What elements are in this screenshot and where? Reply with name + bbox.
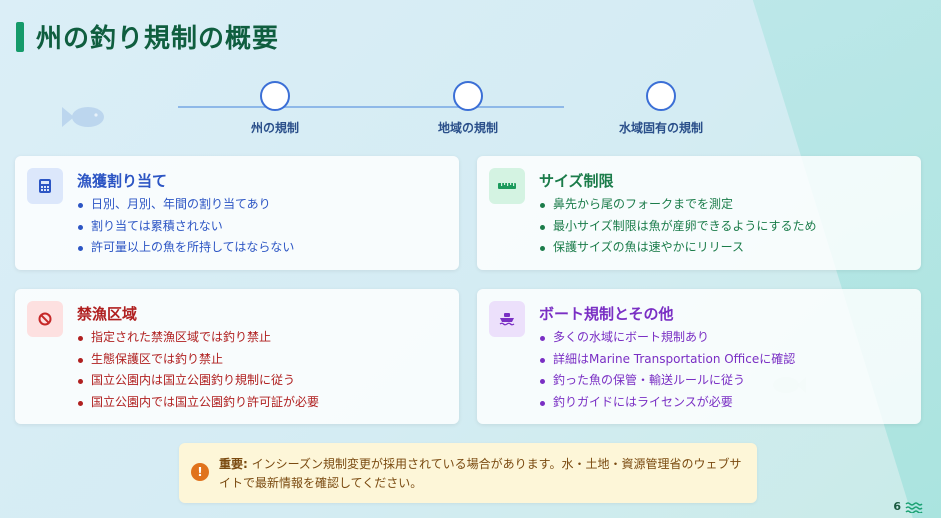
notice-body: インシーズン規制変更が採用されている場合があります。水・土地・資源管理省のウェブ…	[219, 457, 742, 490]
exclamation-icon: !	[191, 463, 209, 481]
notice-label: 重要:	[219, 457, 248, 471]
card-title: サイズ制限	[539, 172, 614, 190]
card-catch-quota: 漁獲割り当て 日別、月別、年間の割り当てあり 割り当ては累積されない 許可量以上…	[15, 156, 459, 270]
notice-text: 重要: インシーズン規制変更が採用されている場合があります。水・土地・資源管理省…	[219, 455, 747, 493]
timeline-label-waterbody: 水域固有の規制	[618, 121, 703, 135]
ruler-icon	[489, 168, 525, 204]
timeline-node-regional	[453, 81, 483, 111]
page-title: 州の釣り規制の概要	[36, 24, 280, 54]
list-item: 生態保護区では釣り禁止	[77, 349, 319, 371]
list-item: 割り当ては累積されない	[77, 216, 294, 238]
list-item: 国立公園内では国立公園釣り許可証が必要	[77, 392, 319, 414]
timeline-node-waterbody	[646, 81, 676, 111]
list-item: 日別、月別、年間の割り当てあり	[77, 194, 294, 216]
title-accent-bar	[16, 22, 24, 52]
list-item: 釣った魚の保管・輸送ルールに従う	[539, 370, 795, 392]
list-item: 保護サイズの魚は速やかにリリース	[539, 237, 817, 259]
card-list: 日別、月別、年間の割り当てあり 割り当ては累積されない 許可量以上の魚を所持して…	[77, 194, 294, 259]
timeline-label-state: 州の規制	[250, 121, 299, 135]
calculator-icon	[27, 168, 63, 204]
timeline-node-state	[260, 81, 290, 111]
card-boat-regulations: ボート規制とその他 多くの水域にボート規制あり 詳細はMarine Transp…	[477, 289, 921, 424]
prohibited-icon	[27, 301, 63, 337]
timeline-line	[178, 106, 564, 108]
list-item: 最小サイズ制限は魚が産卵できるようにするため	[539, 216, 817, 238]
card-title: 禁漁区域	[77, 305, 138, 323]
card-title: 漁獲割り当て	[77, 172, 168, 190]
list-item: 詳細はMarine Transportation Officeに確認	[539, 349, 795, 371]
fish-icon	[62, 107, 104, 127]
card-list: 鼻先から尾のフォークまでを測定 最小サイズ制限は魚が産卵できるようにするため 保…	[539, 194, 817, 259]
important-notice: ! 重要: インシーズン規制変更が採用されている場合があります。水・土地・資源管…	[179, 443, 757, 503]
card-list: 多くの水域にボート規制あり 詳細はMarine Transportation O…	[539, 327, 795, 413]
list-item: 鼻先から尾のフォークまでを測定	[539, 194, 817, 216]
page-number: 6	[893, 500, 901, 513]
card-list: 指定された禁漁区域では釣り禁止 生態保護区では釣り禁止 国立公園内は国立公園釣り…	[77, 327, 319, 413]
card-size-limits: サイズ制限 鼻先から尾のフォークまでを測定 最小サイズ制限は魚が産卵できるように…	[477, 156, 921, 270]
card-title: ボート規制とその他	[539, 305, 674, 323]
list-item: 許可量以上の魚を所持してはならない	[77, 237, 294, 259]
waves-icon	[905, 502, 923, 513]
card-no-fishing-zones: 禁漁区域 指定された禁漁区域では釣り禁止 生態保護区では釣り禁止 国立公園内は国…	[15, 289, 459, 424]
list-item: 指定された禁漁区域では釣り禁止	[77, 327, 319, 349]
list-item: 国立公園内は国立公園釣り規制に従う	[77, 370, 319, 392]
list-item: 釣りガイドにはライセンスが必要	[539, 392, 795, 414]
timeline-label-regional: 地域の規制	[437, 121, 498, 135]
boat-icon	[489, 301, 525, 337]
list-item: 多くの水域にボート規制あり	[539, 327, 795, 349]
